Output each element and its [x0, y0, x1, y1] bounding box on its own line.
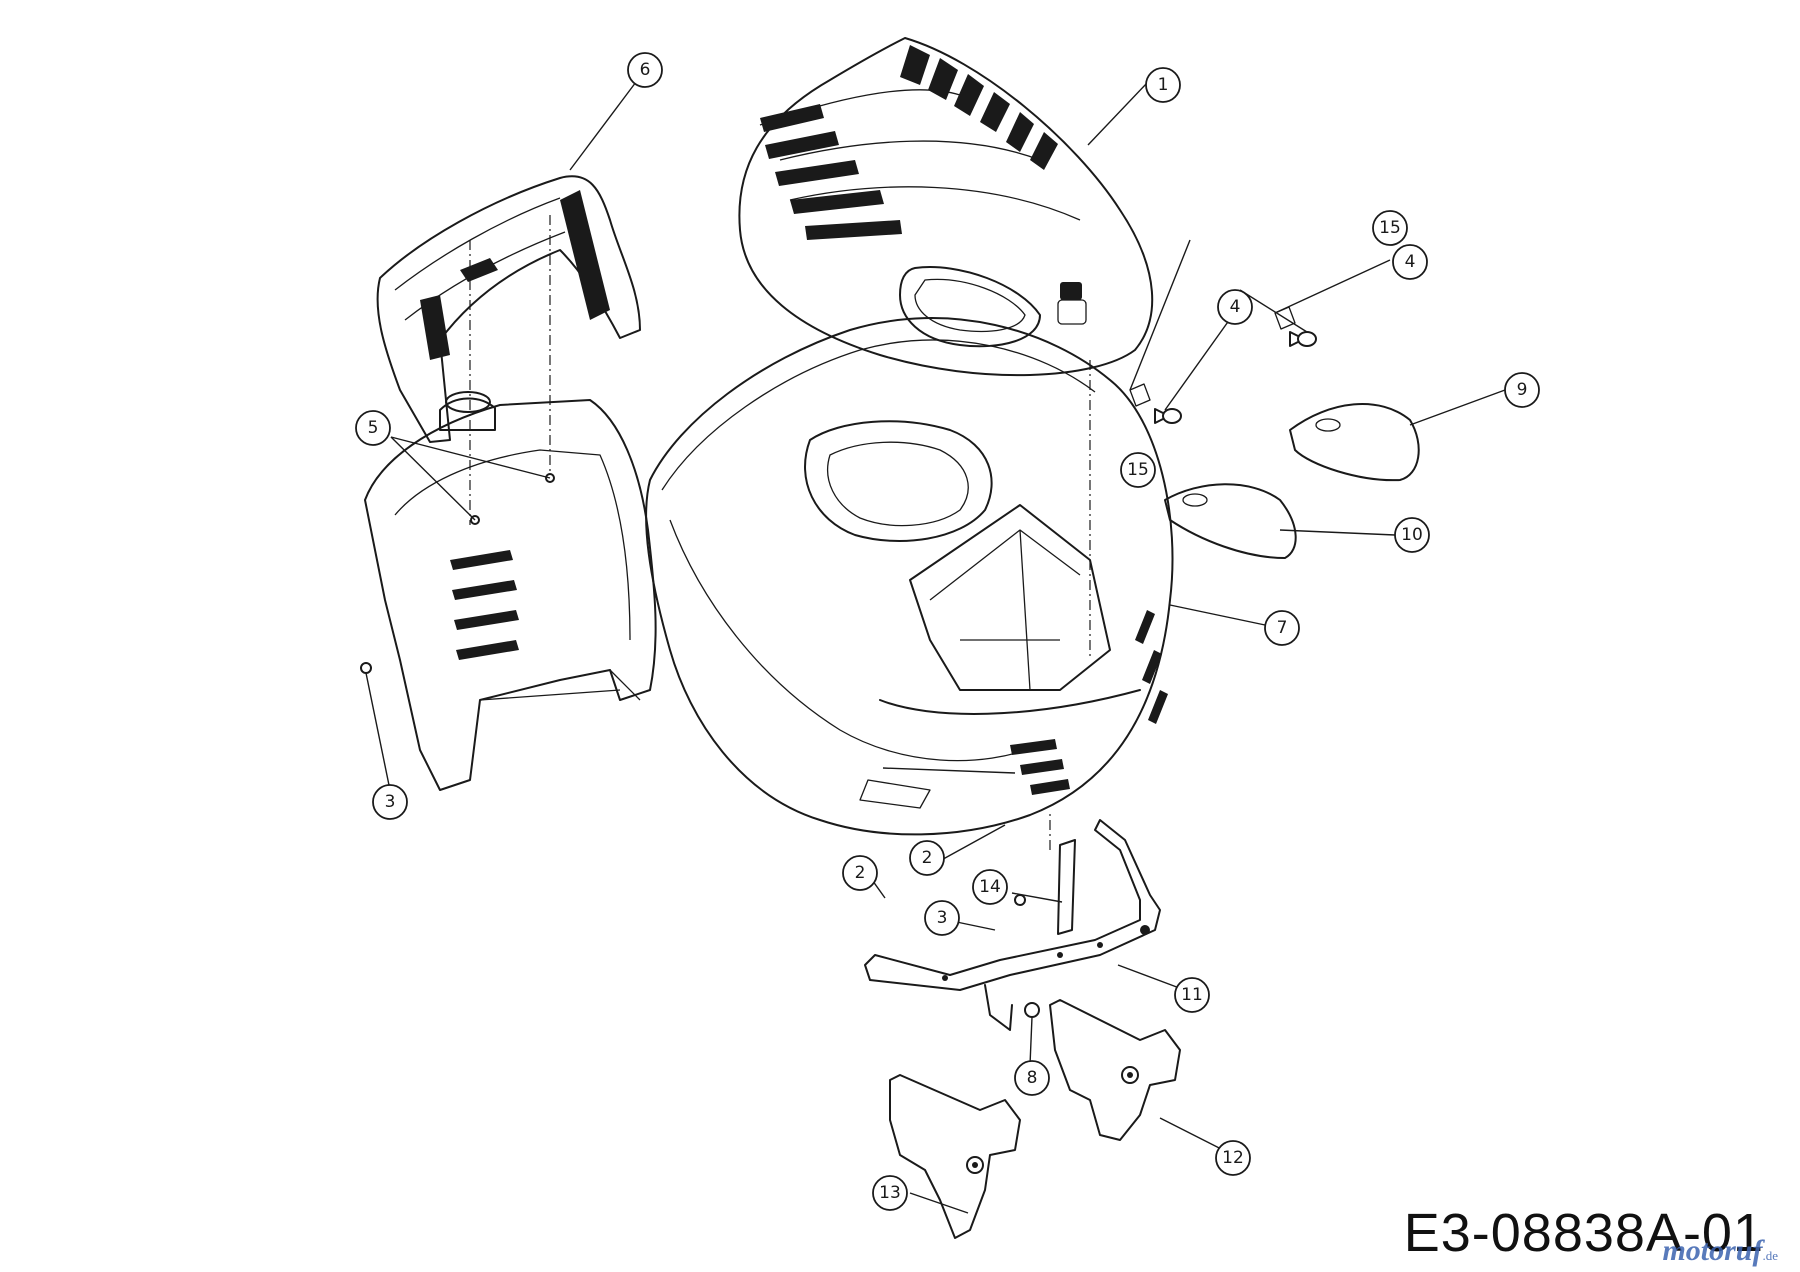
callout-part-3-left: 3: [372, 784, 408, 820]
svg-text:8: 8: [1027, 1068, 1038, 1088]
callout-part-1: 1: [1145, 67, 1181, 103]
side-plate-right: [1049, 999, 1181, 1141]
callout-part-15-lower: 15: [1120, 452, 1156, 488]
callout-part-15-upper: 15: [1372, 210, 1408, 246]
svg-text:1: 1: [1158, 75, 1169, 95]
svg-text:4: 4: [1405, 252, 1416, 272]
callout-part-5: 5: [355, 410, 391, 446]
lamp-and-clip-right: [1274, 306, 1317, 347]
callout-part-13: 13: [872, 1175, 908, 1211]
callout-part-2-lower: 2: [842, 855, 878, 891]
callout-part-7: 7: [1264, 610, 1300, 646]
lens-cover-left: [1164, 483, 1297, 559]
side-plate-left: [889, 1074, 1021, 1239]
callout-part-4-lower: 4: [1217, 289, 1253, 325]
callout-part-4-upper: 4: [1392, 244, 1428, 280]
svg-text:13: 13: [879, 1183, 901, 1203]
svg-text:15: 15: [1127, 460, 1149, 480]
hood-top-cover: [738, 37, 1154, 377]
assembly-centrelines: [469, 215, 1091, 850]
callout-part-11: 11: [1174, 977, 1210, 1013]
lamp-and-clip-left: [1129, 383, 1182, 424]
svg-text:5: 5: [368, 418, 379, 438]
watermark-text: motoruf: [1662, 1234, 1763, 1267]
svg-text:14: 14: [979, 877, 1001, 897]
dash-lower-panel: [364, 399, 657, 791]
svg-text:4: 4: [1230, 297, 1241, 317]
watermark-logo: motoruf.de: [1662, 1234, 1778, 1268]
front-bracket: [864, 819, 1161, 1031]
svg-text:9: 9: [1517, 380, 1528, 400]
svg-text:6: 6: [640, 60, 651, 80]
callout-part-2-upper: 2: [909, 840, 945, 876]
watermark-suffix: .de: [1762, 1248, 1778, 1263]
svg-text:15: 15: [1379, 218, 1401, 238]
dash-cover: [376, 175, 641, 443]
leader-lines: [365, 69, 1506, 1214]
callout-part-14: 14: [972, 869, 1008, 905]
svg-text:12: 12: [1222, 1148, 1244, 1168]
hood-body: [645, 317, 1174, 836]
svg-text:3: 3: [385, 792, 396, 812]
svg-text:2: 2: [922, 848, 933, 868]
callout-part-9: 9: [1504, 372, 1540, 408]
svg-text:11: 11: [1181, 985, 1203, 1005]
callout-part-6: 6: [627, 52, 663, 88]
svg-text:7: 7: [1277, 618, 1288, 638]
callout-part-10: 10: [1394, 517, 1430, 553]
svg-text:3: 3: [937, 908, 948, 928]
hardware: [360, 473, 1040, 1018]
svg-text:2: 2: [855, 863, 866, 883]
support-strip: [1057, 839, 1076, 935]
svg-text:10: 10: [1401, 525, 1423, 545]
lens-cover-right: [1289, 403, 1420, 482]
callout-part-12: 12: [1215, 1140, 1251, 1176]
drawing-code: E3-08838A-01: [1403, 1203, 1764, 1263]
callout-part-8: 8: [1014, 1060, 1050, 1096]
callout-part-3-right: 3: [924, 900, 960, 936]
